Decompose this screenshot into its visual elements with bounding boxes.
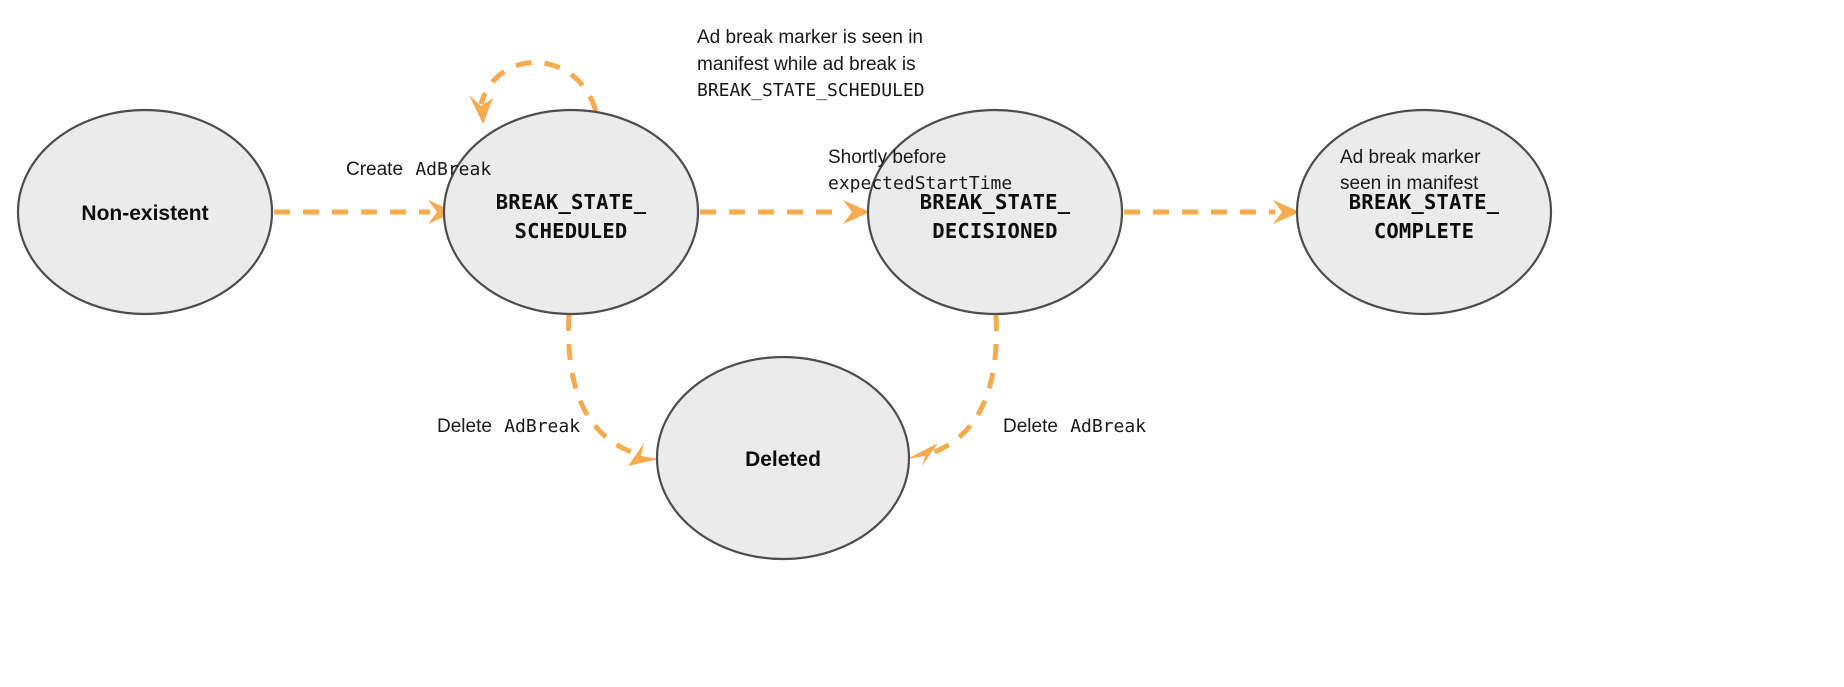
edge-label-self-loop-line1: Ad break marker is seen in [697,27,923,48]
node-break-state-complete-shape [1295,108,1553,316]
edge-label-delete-left-type: AdBreak [504,416,580,437]
edge-create-adbreak-arrowhead [428,200,455,224]
edge-label-delete-left-word: Delete [437,416,492,437]
node-break-state-decisioned[interactable]: BREAK_STATE_ DECISIONED [866,108,1124,316]
edge-label-decisioned-line2: expectedStartTime [828,173,1012,194]
node-non-existent-shape [16,108,274,316]
node-break-state-scheduled-label-line2: SCHEDULED [515,219,628,243]
node-deleted-shape [655,355,911,561]
edge-label-create-adbreak: Create AdBreak [346,159,491,180]
edge-scheduled-to-decisioned-arrowhead [843,200,870,224]
node-break-state-scheduled-label-line1: BREAK_STATE_ [496,190,647,214]
edge-label-self-loop-line2: manifest while ad break is [697,54,916,75]
edge-label-delete-right-word: Delete [1003,416,1058,437]
edge-scheduled-to-deleted [566,314,659,466]
edge-scheduled-self-loop-arrowhead [469,95,493,124]
node-break-state-complete-label-line1: BREAK_STATE_ [1349,190,1500,214]
edge-scheduled-self-loop-line [478,60,599,112]
node-break-state-complete-label-line2: COMPLETE [1374,219,1474,243]
edge-label-decisioned-to-deleted: Delete AdBreak [1003,416,1146,437]
node-non-existent[interactable]: Non-existent [16,108,274,316]
node-break-state-decisioned-label-line1: BREAK_STATE_ [920,190,1071,214]
node-break-state-decisioned-label-line2: DECISIONED [932,219,1057,243]
edge-decisioned-to-deleted-line [925,314,999,458]
edge-label-complete-line2: seen in manifest [1340,173,1479,194]
edge-scheduled-to-deleted-line [566,314,641,458]
edge-label-decisioned-to-complete: Ad break marker seen in manifest [1340,147,1481,194]
edge-decisioned-to-deleted [907,314,999,466]
node-deleted[interactable]: Deleted [655,355,911,561]
edge-decisioned-to-deleted-arrowhead [907,443,938,466]
node-break-state-scheduled-shape [442,108,700,316]
edge-decisioned-to-complete-arrowhead [1273,200,1300,224]
edge-decisioned-to-complete [1124,200,1300,224]
edge-label-scheduled-self-loop: Ad break marker is seen in manifest whil… [697,27,925,101]
edge-create-adbreak [274,200,455,224]
node-deleted-label: Deleted [745,448,821,471]
node-break-state-complete[interactable]: BREAK_STATE_ COMPLETE [1295,108,1553,316]
edge-scheduled-to-deleted-arrowhead [628,443,659,466]
edge-label-decisioned-line1: Shortly before [828,147,946,168]
node-break-state-decisioned-shape [866,108,1124,316]
edge-label-scheduled-to-deleted: Delete AdBreak [437,416,580,437]
edge-label-complete-line1: Ad break marker [1340,147,1481,168]
edge-label-scheduled-to-decisioned: Shortly before expectedStartTime [828,147,1012,194]
node-non-existent-label: Non-existent [81,202,208,225]
edge-scheduled-to-decisioned [700,200,870,224]
edge-label-create-adbreak-type: AdBreak [415,159,491,180]
edge-label-create-adbreak-word: Create [346,159,403,180]
edge-label-delete-right-type: AdBreak [1070,416,1146,437]
edge-scheduled-self-loop [469,60,599,124]
edge-label-self-loop-line3: BREAK_STATE_SCHEDULED [697,80,925,101]
node-break-state-scheduled[interactable]: BREAK_STATE_ SCHEDULED [442,108,700,316]
